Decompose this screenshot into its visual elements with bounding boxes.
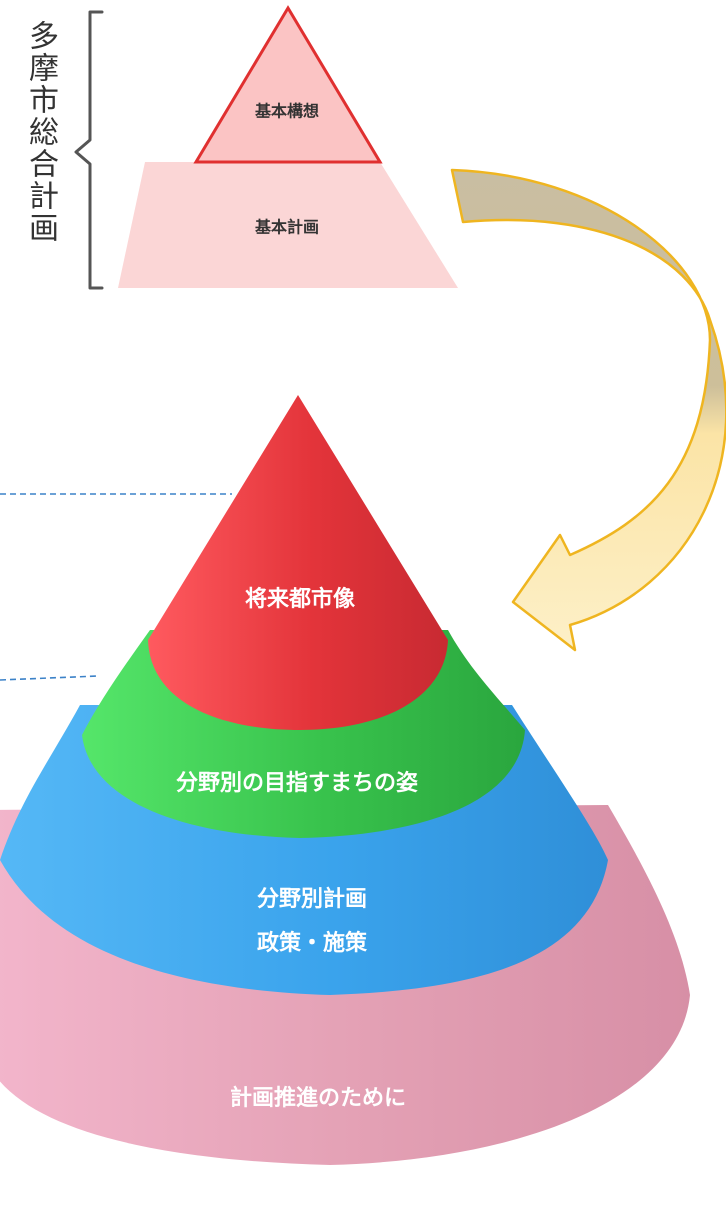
small-pyramid-bottom-label: 基本計画 [254, 218, 319, 237]
cone [0, 395, 690, 1165]
small-pyramid-top-label: 基本構想 [254, 102, 319, 121]
leader-line-2 [0, 675, 99, 681]
cone-tier1-label: 将来都市像 [245, 586, 356, 612]
cone-tier3-label-line1: 分野別計画 [257, 886, 367, 912]
small-pyramid [118, 5, 458, 288]
curved-arrow-icon [450, 168, 726, 652]
pyramid-bottom-tier [118, 162, 458, 288]
side-title: 多摩市総合計画 [23, 20, 58, 244]
pyramid-top-tier [193, 5, 383, 164]
cone-tier-red [148, 395, 448, 730]
bracket [74, 10, 104, 290]
cone-tier4-label: 計画推進のために [230, 1085, 406, 1111]
cone-tier3-label-line2: 政策・施策 [257, 930, 368, 956]
cone-tier2-label: 分野別の目指すまちの姿 [176, 770, 418, 796]
